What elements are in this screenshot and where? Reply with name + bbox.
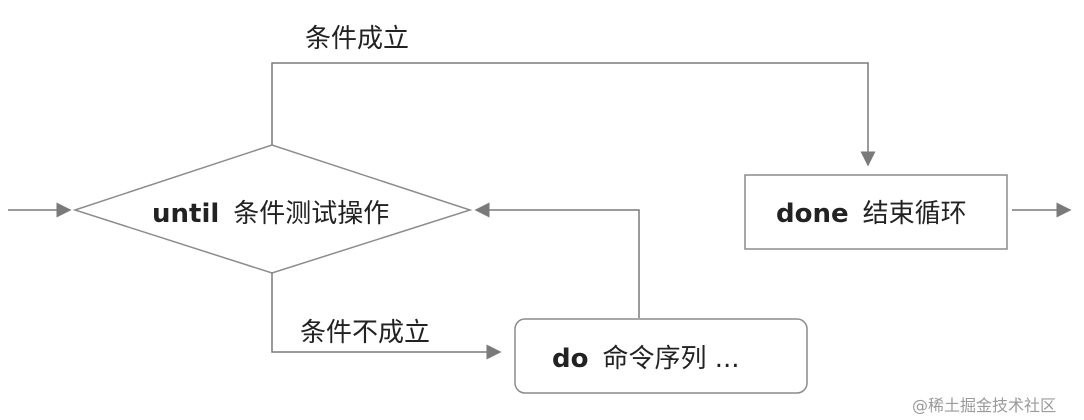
watermark: @稀土掘金技术社区 [912,396,1057,415]
until-decision-shape [72,144,473,274]
condition-false-label: 条件不成立 [300,318,431,348]
until-keyword: until [152,199,220,229]
until-node-label: until 条件测试操作 [152,193,389,230]
done-keyword: done [776,199,849,229]
do-text: 命令序列 ... [602,344,740,374]
condition-true-label: 条件成立 [305,24,410,54]
until-text: 条件测试操作 [233,199,390,229]
do-node-label: do 命令序列 ... [552,338,740,375]
false-branch-line [271,273,502,360]
do-keyword: do [552,344,589,374]
do-box [514,318,808,394]
done-text: 结束循环 [862,199,967,229]
loop-back-line [474,202,640,318]
done-node-label: done 结束循环 [776,193,967,230]
true-branch-line [271,62,876,167]
done-box [744,174,1008,250]
